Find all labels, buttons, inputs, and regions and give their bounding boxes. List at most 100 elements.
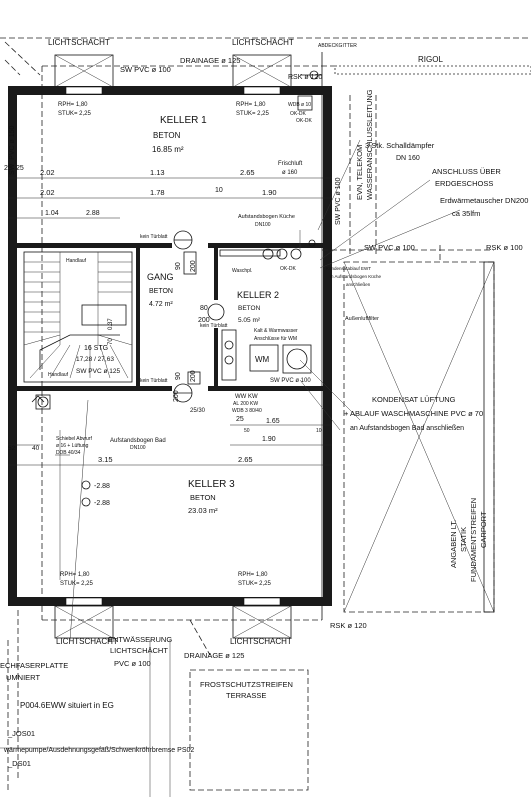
lvl-288: -2.88 — [94, 483, 110, 490]
rph-bottom-left-2: STUK= 2,25 — [60, 581, 94, 587]
dim-315: 3.15 — [98, 455, 113, 464]
handlauf-2: Handlauf — [48, 372, 69, 378]
dim-200-c: 200 — [190, 370, 197, 382]
label-wasseranschluss: WASSERANSCHLUSSLEITUNG — [365, 89, 374, 200]
keller3-material: BETON — [190, 493, 216, 502]
dim-104: 1.04 — [45, 210, 59, 217]
faserplatte-1: ECHFASERPLATTE — [0, 661, 68, 670]
erdwarme-2: ca 35lfm — [452, 209, 480, 218]
waschpl: Waschpl. — [232, 268, 252, 274]
wdb-top-right-1: WDB ø 10 — [288, 102, 311, 108]
dim-50: 50 — [244, 428, 250, 434]
bottom-exterior — [0, 605, 322, 797]
kondensat-3: anschließen — [346, 282, 371, 287]
sw-pvc-keller2: SW PVC ø 100 — [270, 378, 311, 384]
rph-top-right-1: RPH= 1,80 — [236, 102, 266, 108]
dim-113-row1: 1.13 — [150, 168, 165, 177]
erdwarme-1: Erdwärmetauscher DN200 — [440, 196, 528, 205]
dim-190-k2: 1.90 — [262, 436, 276, 443]
kalt-warmwasser-2: Anschlüsse für WM — [254, 336, 297, 342]
dim-200-a: 200 — [198, 317, 210, 324]
staircase — [23, 251, 133, 383]
stg-1: 16 STG — [84, 345, 108, 352]
keller1-material: BETON — [153, 131, 181, 140]
aufstandsbogen-bad-dn: DN100 — [130, 445, 146, 451]
carport-3: FUNDAMENTSTREIFEN — [469, 498, 478, 582]
gang-area: 4.72 m² — [149, 301, 173, 308]
ok-dk-2: OK-DK — [280, 266, 297, 272]
dim-90-b: 90 — [175, 372, 182, 380]
dim-52: 52 — [8, 445, 16, 452]
rph-bottom-left-1: RPH= 1,80 — [60, 572, 90, 578]
dim-25-30: 25/30 — [190, 408, 206, 414]
kondensat-luftung: KONDENSAT LÜFTUNG — [372, 395, 456, 404]
dim-178-row2: 1.78 — [150, 188, 165, 197]
lightshaft-bottom-right — [232, 605, 292, 639]
dim-10-row2: 10 — [215, 187, 223, 194]
frischluft-2: ø 160 — [282, 170, 298, 176]
dimension-lines — [8, 177, 332, 466]
dim-200-d: 200 — [173, 390, 180, 402]
keller3-name: KELLER 3 — [188, 479, 235, 490]
dim-288: 2.88 — [86, 210, 100, 217]
kein-turblatt-2: kein Türblatt — [200, 323, 228, 329]
utility-fittings — [35, 95, 316, 410]
schiebel-1: Schiebel Abwurf — [56, 436, 92, 442]
kondensat-2: in Aufstandsbogen Küche — [330, 274, 382, 279]
label-drainage-top: DRAINAGE ø 125 — [180, 56, 240, 65]
wdb-top-right-2: OK-DK — [290, 111, 307, 117]
dim-40: 40 — [32, 445, 40, 452]
stg-2: 17,28 / 27,63 — [76, 356, 114, 363]
handlauf-1: Handlauf — [66, 258, 87, 264]
label-sw-pvc-top: SW PVC ø 100 — [120, 65, 171, 74]
aussenluft: Außenluftfilter — [345, 316, 379, 322]
ref-2: wärmepumpe/Ausdehnungsgefäß/Schwenkröhrb… — [3, 747, 194, 754]
drainage-bottom: DRAINAGE ø 125 — [184, 651, 244, 660]
label-rigol: RIGOL — [418, 55, 443, 64]
dim-25-k2: 25 — [236, 416, 244, 423]
frostschutz-2: TERRASSE — [226, 691, 266, 700]
ablauf-wm: + ABLAUF WASCHMASCHINE PVC ø 70 — [344, 409, 483, 418]
kein-turblatt-1: kein Türblatt — [140, 234, 168, 240]
dim-202-row1: 2.02 — [40, 168, 55, 177]
gang-material: BETON — [149, 288, 173, 295]
leader-lines — [59, 139, 461, 641]
rph-bottom-right-2: STUK= 2,25 — [238, 581, 272, 587]
rph-top-left-1: RPH= 1,80 — [58, 102, 88, 108]
rsk-bottom: RSK ø 120 — [330, 621, 367, 630]
lichtschacht-bottom-right: LICHTSCHACHT — [230, 637, 292, 646]
keller2-material: BETON — [238, 305, 261, 312]
dim-10-k2: 10 — [316, 428, 322, 434]
dim-265-row1: 2.65 — [240, 168, 255, 177]
lvl-288b: -2.88 — [94, 500, 110, 507]
carport-4: CARPORT — [479, 511, 488, 548]
sw-pvc-left: SW_PVC ø 150 — [9, 125, 16, 175]
aufstandsbogen-bad: Aufstandsbogen Bad — [110, 438, 166, 444]
entwasserung-1: ENTWÄSSERUNG — [108, 635, 172, 644]
schalldampfer-2: DN 160 — [396, 155, 420, 162]
lightshaft-bottom-left — [54, 605, 114, 639]
schiebel-3: DDB 40/34 — [56, 450, 81, 456]
ww-3: WDB 3 80/40 — [232, 408, 262, 414]
kondensat-1: Kondensatablauf EWT — [326, 266, 371, 271]
ww-label: WW KW — [235, 394, 258, 400]
top-exterior — [0, 37, 531, 620]
anschluss-2: ERDGESCHOSS — [435, 179, 493, 188]
frischluft-1: Frischluft — [278, 161, 303, 167]
kein-turblatt-3: kein Türblatt — [140, 378, 168, 384]
frostschutz-1: FROSTSCHUTZSTREIFEN — [200, 680, 293, 689]
dim-25-left: 25 — [4, 165, 12, 172]
entwasserung-2: LICHTSCHÄCHT — [110, 646, 168, 655]
diagonal-line — [4, 59, 21, 76]
keller1-name: KELLER 1 — [160, 115, 207, 126]
faserplatte-2: UMNIERT — [6, 673, 40, 682]
keller1-area: 16.85 m² — [152, 145, 184, 154]
label-abdeckgitter: ABDECKGITTER — [318, 43, 357, 49]
dim-202-row2: 2.02 — [40, 188, 55, 197]
dim-90-a: 90 — [175, 262, 182, 270]
ww-2: AL 200 KW — [233, 401, 258, 407]
wm-label: WM — [255, 355, 270, 364]
keller3-area: 23.03 m² — [188, 506, 218, 515]
gang-name: GANG — [147, 272, 174, 282]
label-telekom: EVN, TELEKOM — [355, 145, 364, 200]
